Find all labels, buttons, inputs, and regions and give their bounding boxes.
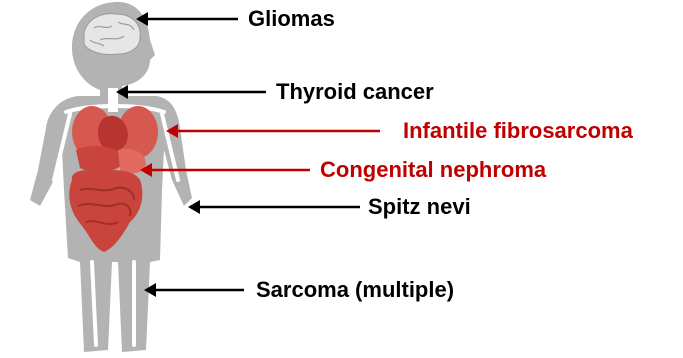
label-spitz-nevi: Spitz nevi	[368, 196, 471, 218]
arrow-congenital	[140, 163, 310, 177]
arrow-spitz	[188, 200, 360, 214]
label-congenital-nephroma: Congenital nephroma	[320, 159, 546, 181]
arrow-infantile	[166, 124, 380, 138]
label-thyroid-cancer: Thyroid cancer	[276, 81, 434, 103]
arrow-sarcoma	[144, 283, 244, 297]
arrow-gliomas	[136, 12, 238, 26]
label-infantile-fibrosarcoma: Infantile fibrosarcoma	[403, 120, 633, 142]
label-gliomas: Gliomas	[248, 8, 335, 30]
label-sarcoma-multiple: Sarcoma (multiple)	[256, 279, 454, 301]
arrow-thyroid	[116, 85, 266, 99]
